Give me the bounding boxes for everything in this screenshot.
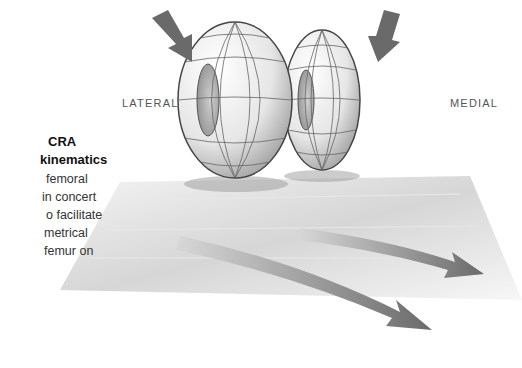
caption-text: o facilitate bbox=[46, 207, 102, 223]
rotation-arrow bbox=[298, 228, 484, 278]
lateral-condyle bbox=[178, 22, 292, 178]
side-label: MEDIAL bbox=[450, 95, 498, 111]
side-label: LATERAL bbox=[122, 95, 179, 111]
load-arrow bbox=[152, 10, 192, 62]
caption-heading: kinematics bbox=[40, 152, 107, 168]
caption-text: femur on bbox=[44, 243, 93, 259]
tibial-plane bbox=[60, 176, 522, 300]
caption-text: metrical bbox=[44, 225, 88, 241]
load-arrow bbox=[368, 10, 400, 62]
caption-text: in concert bbox=[42, 189, 96, 205]
medial-condyle bbox=[284, 30, 360, 170]
caption-text: femoral bbox=[46, 171, 88, 187]
caption-heading: CRA bbox=[48, 134, 76, 150]
